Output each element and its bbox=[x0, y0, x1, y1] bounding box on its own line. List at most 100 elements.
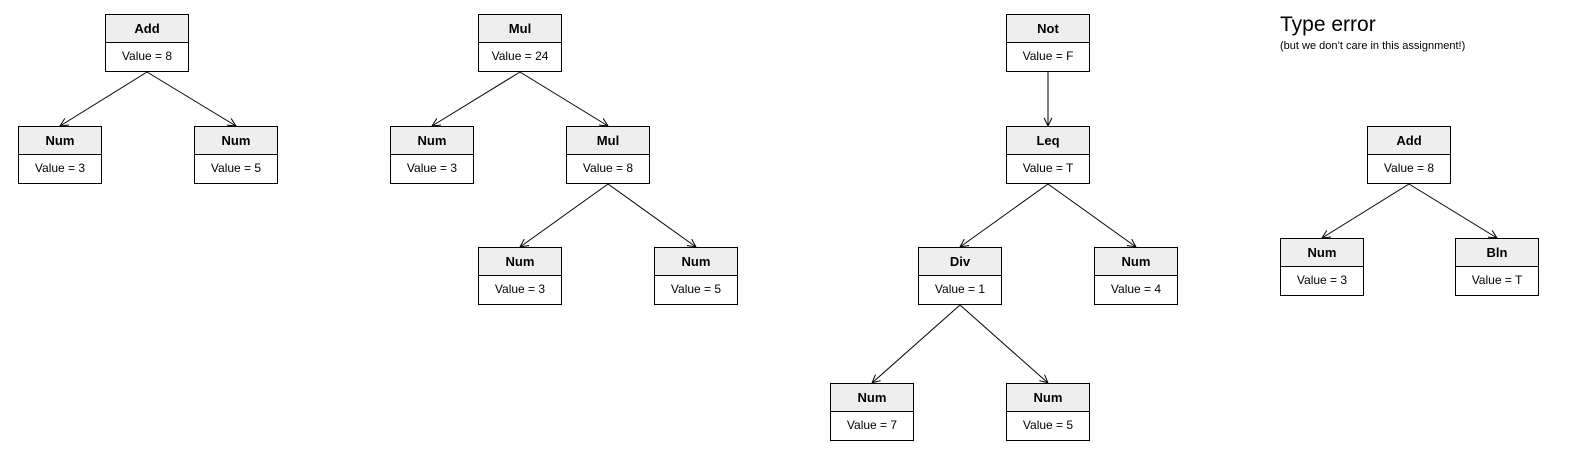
edge-line bbox=[1408, 183, 1498, 239]
node-label: Num bbox=[1281, 239, 1363, 267]
node-value: Value = 7 bbox=[831, 412, 913, 440]
value-number: 7 bbox=[890, 418, 898, 432]
value-prefix: Value = bbox=[1383, 161, 1428, 175]
value-prefix: Value = bbox=[494, 282, 539, 296]
value-number: 8 bbox=[626, 161, 634, 175]
node-value: Value = 5 bbox=[195, 155, 277, 183]
edge-line bbox=[431, 71, 521, 127]
node-label: Bln bbox=[1456, 239, 1538, 267]
node-label: Num bbox=[195, 127, 277, 155]
value-prefix: Value = bbox=[34, 161, 79, 175]
value-prefix: Value = bbox=[1296, 273, 1341, 287]
node-label: Not bbox=[1007, 15, 1089, 43]
value-number: 24 bbox=[535, 49, 549, 63]
value-number: 5 bbox=[254, 161, 262, 175]
value-number: 5 bbox=[1066, 418, 1074, 432]
edge-line bbox=[959, 304, 1049, 384]
node-value: Value = 8 bbox=[106, 43, 188, 71]
node-value: Value = 24 bbox=[479, 43, 561, 71]
node-label: Num bbox=[391, 127, 473, 155]
node-label: Add bbox=[106, 15, 188, 43]
edge-line bbox=[146, 71, 237, 127]
value-number: T bbox=[1065, 161, 1074, 175]
value-prefix: Value = bbox=[121, 49, 166, 63]
value-number: T bbox=[1514, 273, 1523, 287]
value-prefix: Value = bbox=[1110, 282, 1155, 296]
value-number: 1 bbox=[978, 282, 986, 296]
node-value: Value = T bbox=[1007, 155, 1089, 183]
type-error-note: (but we don’t care in this assignment!) bbox=[1280, 40, 1466, 52]
value-prefix: Value = bbox=[582, 161, 627, 175]
value-prefix: Value = bbox=[670, 282, 715, 296]
value-number: 3 bbox=[78, 161, 86, 175]
value-number: 8 bbox=[165, 49, 173, 63]
value-number: F bbox=[1066, 49, 1074, 63]
node-value: Value = 5 bbox=[655, 276, 737, 304]
value-prefix: Value = bbox=[491, 49, 536, 63]
edge-line bbox=[519, 183, 609, 248]
edge-line bbox=[871, 304, 961, 384]
value-prefix: Value = bbox=[1471, 273, 1515, 287]
node-value: Value = 8 bbox=[567, 155, 649, 183]
node-label: Num bbox=[1007, 384, 1089, 412]
node-value: Value = 3 bbox=[391, 155, 473, 183]
node-value: Value = 3 bbox=[1281, 267, 1363, 295]
value-prefix: Value = bbox=[210, 161, 255, 175]
node-label: Mul bbox=[479, 15, 561, 43]
type-error-title: Type error bbox=[1280, 13, 1376, 36]
value-number: 3 bbox=[538, 282, 546, 296]
value-number: 3 bbox=[1340, 273, 1348, 287]
value-prefix: Value = bbox=[1022, 49, 1067, 63]
edge-line bbox=[1321, 183, 1410, 239]
value-number: 4 bbox=[1154, 282, 1162, 296]
edge-line bbox=[959, 183, 1049, 248]
node-label: Num bbox=[655, 248, 737, 276]
value-number: 3 bbox=[450, 161, 458, 175]
node-label: Num bbox=[19, 127, 101, 155]
value-prefix: Value = bbox=[1022, 161, 1066, 175]
value-number: 8 bbox=[1427, 161, 1435, 175]
value-prefix: Value = bbox=[934, 282, 979, 296]
edge-line bbox=[59, 71, 148, 127]
value-number: 5 bbox=[714, 282, 722, 296]
node-value: Value = 1 bbox=[919, 276, 1001, 304]
value-prefix: Value = bbox=[846, 418, 891, 432]
node-value: Value = 3 bbox=[479, 276, 561, 304]
node-label: Mul bbox=[567, 127, 649, 155]
value-prefix: Value = bbox=[406, 161, 451, 175]
node-value: Value = F bbox=[1007, 43, 1089, 71]
node-value: Value = 5 bbox=[1007, 412, 1089, 440]
node-value: Value = 8 bbox=[1368, 155, 1450, 183]
node-value: Value = T bbox=[1456, 267, 1538, 295]
node-value: Value = 4 bbox=[1095, 276, 1177, 304]
value-prefix: Value = bbox=[1022, 418, 1067, 432]
node-label: Leq bbox=[1007, 127, 1089, 155]
node-value: Value = 3 bbox=[19, 155, 101, 183]
node-label: Div bbox=[919, 248, 1001, 276]
node-label: Add bbox=[1368, 127, 1450, 155]
node-label: Num bbox=[479, 248, 561, 276]
node-label: Num bbox=[1095, 248, 1177, 276]
edge-line bbox=[1047, 183, 1137, 248]
node-label: Num bbox=[831, 384, 913, 412]
edge-line bbox=[519, 71, 609, 127]
edge-line bbox=[607, 183, 697, 248]
